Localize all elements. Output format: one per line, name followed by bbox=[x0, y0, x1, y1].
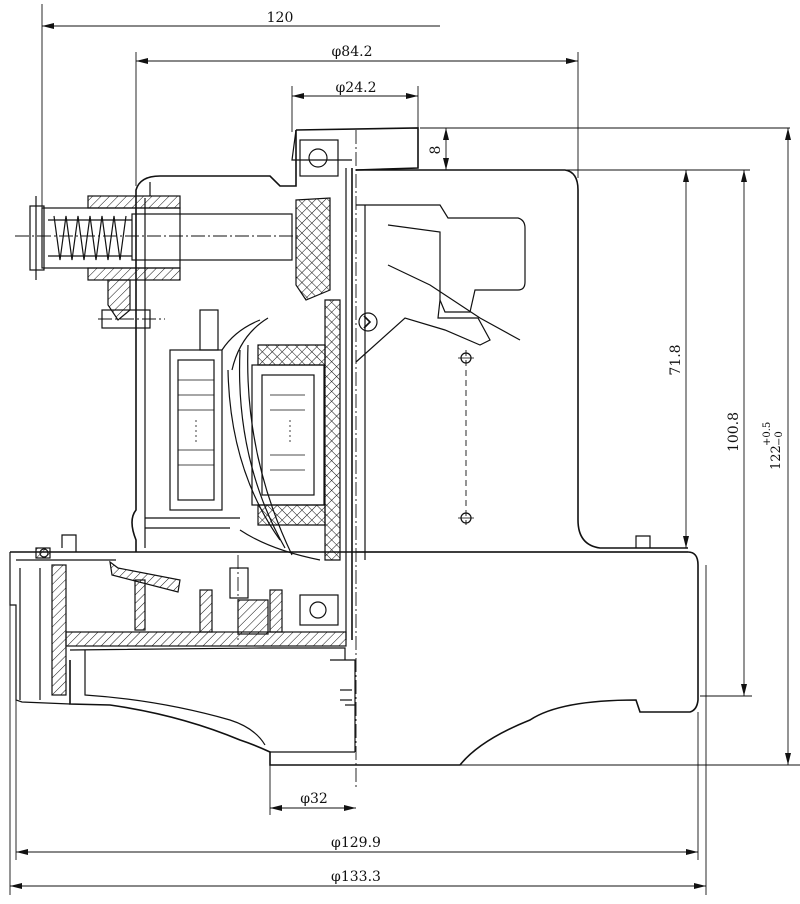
rotor bbox=[227, 197, 341, 561]
dimension-bearing-diameter-label: φ24.2 bbox=[336, 80, 377, 96]
dimension-120-label: 120 bbox=[267, 10, 294, 26]
fan-housing bbox=[9, 551, 699, 766]
dimension-base-diameter-label: φ133.3 bbox=[331, 869, 381, 885]
terminal-bracket bbox=[355, 204, 526, 560]
dimension-cap-height-label: 8 bbox=[428, 146, 444, 155]
dimension-71-8-label: 71.8 bbox=[668, 344, 684, 375]
dimension-fan-diameter: φ129.9 bbox=[15, 700, 699, 860]
dimension-total-height-tol-upper: +0.5 bbox=[762, 422, 773, 446]
dimension-outlet-diameter: φ32 bbox=[269, 765, 356, 815]
dimension-total-height-tol-lower: −0 bbox=[774, 431, 785, 446]
brush-housing bbox=[131, 130, 297, 552]
dimension-base-diameter: φ133.3 bbox=[9, 565, 707, 895]
dimension-total-height: 122 +0.5 −0 bbox=[460, 128, 800, 766]
dimension-housing-diameter: φ84.2 bbox=[135, 44, 579, 186]
motor-housing bbox=[291, 127, 688, 640]
dimension-housing-diameter-label: φ84.2 bbox=[332, 44, 373, 60]
dimension-100-8: 100.8 bbox=[700, 170, 752, 697]
dimension-71-8: 71.8 bbox=[565, 169, 750, 548]
bearings bbox=[229, 139, 339, 640]
dimension-total-height-label: 122 bbox=[769, 445, 784, 470]
dimension-100-8-label: 100.8 bbox=[726, 412, 742, 452]
dimension-cap-height: 8 bbox=[420, 127, 790, 171]
dimension-bearing-diameter: φ24.2 bbox=[291, 80, 419, 132]
base-wall-hatched bbox=[35, 534, 347, 696]
stator bbox=[169, 309, 269, 511]
dimension-outlet-diameter-label: φ32 bbox=[300, 791, 328, 807]
dimension-fan-diameter-label: φ129.9 bbox=[331, 835, 381, 851]
dimension-120: 120 bbox=[41, 4, 440, 210]
brush-holder bbox=[29, 195, 293, 329]
hidden-fastener bbox=[458, 350, 474, 525]
